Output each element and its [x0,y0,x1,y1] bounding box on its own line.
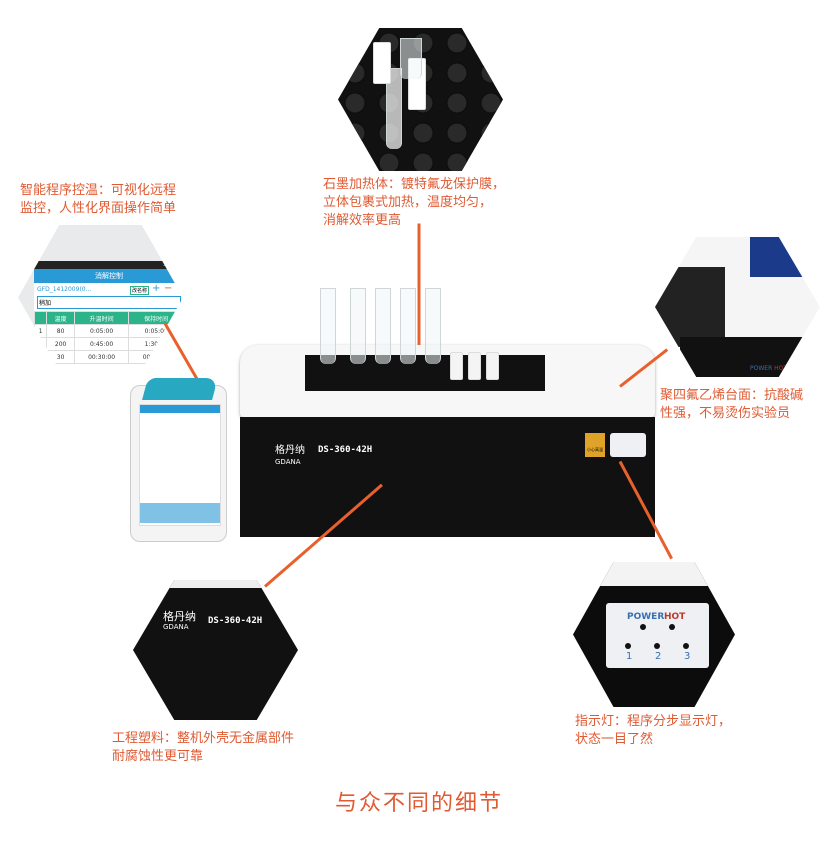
power-light [640,624,646,630]
cell: 30 [46,350,75,364]
remove-button[interactable]: − [164,283,173,294]
status-time: 16:08 [34,261,183,269]
callout-line [163,322,202,385]
column-header: 升温时间 [73,311,130,325]
smart-control-caption: 智能程序控温：可视化远程 监控，人性化界面操作简单 [20,182,176,218]
cell: 0:05:00 [128,324,183,338]
caption-line: 消解效率更高 [323,213,402,228]
column-header: 保持时间 [128,311,183,325]
ptfe-top-closeup: POWER HOT [655,237,820,377]
hot-warning-label: 小心高温 [585,433,605,457]
channel-light [625,643,631,649]
brand-en: GDANA [163,623,189,631]
caption-line: 智能程序控温：可视化远程 [20,183,177,198]
caption-line: 监控，人性化界面操作简单 [20,201,177,216]
caption-line: 工程塑料：整机外壳无金属部件 [112,731,295,746]
caption-line: 性强，不易烫伤实验员 [660,406,791,421]
power-label: POWER [627,612,665,622]
column-header: 温度 [46,311,75,325]
caption-line: 状态一目了然 [575,732,654,747]
footer-title: 与众不同的细节 [334,791,503,816]
cell: 1 [33,324,48,338]
indicator-panel: POWER HOT 1 2 3 [606,603,709,668]
indicator-caption: 指示灯：程序分步显示灯， 状态一目了然 [575,713,731,749]
hot-light [669,624,675,630]
channel-number: 3 [684,651,691,662]
caption-line: 聚四氟乙烯台面：抗酸碱 [660,388,804,403]
model-label: DS-360-42H [208,616,263,626]
caption-line: 耐腐蚀性更可靠 [112,749,204,764]
channel-light [654,643,660,649]
add-button[interactable]: + [152,283,161,294]
graphite-block-closeup [338,28,503,171]
app-title: 消解控制 [34,269,183,283]
caption-line: 指示灯：程序分步显示灯， [575,714,732,729]
channel-number: 1 [626,651,633,662]
cell: 00:30:00 [128,350,183,364]
brand-cn: 格丹纳 [163,610,196,623]
ptfe-top-caption: 聚四氟乙烯台面：抗酸碱 性强，不易烫伤实验员 [660,387,803,423]
rename-button[interactable]: 改名称 [130,286,150,295]
graphite-block-caption: 石墨加热体：镀特氟龙保护膜， 立体包裹式加热，温度均匀， 消解效率更高 [323,176,505,230]
tablet-device [130,385,227,542]
hot-label: HOT [664,612,686,622]
brand-cn: 格丹纳 [275,445,305,456]
tablet-stand [142,378,218,400]
cell: 0:05:00 [73,324,130,338]
channel-light [683,643,689,649]
brand-en: GDANA [275,458,301,466]
app-screen-closeup: 16:08 消解控制 GFD_1412009(0... 稍加 温度升温时间保持时… [18,225,183,370]
cell: 00:30:00 [73,350,130,364]
digestion-device: 格丹纳 GDANA DS-360-42H 小心高温 [240,345,655,540]
brand-logo: 格丹纳 GDANA [275,441,305,467]
casing-closeup: 格丹纳 GDANA DS-360-42H [133,580,298,720]
small-indicator-panel [610,433,646,457]
caption-line: 石墨加热体：镀特氟龙保护膜， [323,177,506,192]
indicator-closeup: POWER HOT 1 2 3 [573,562,735,707]
casing-caption: 工程塑料：整机外壳无金属部件 耐腐蚀性更可靠 [112,730,294,766]
cell: 200 [46,337,75,351]
cell: 80 [46,324,75,338]
program-id: GFD_1412009(0... [37,286,92,293]
channel-number: 2 [655,651,662,662]
model-label: DS-360-42H [318,445,373,455]
cell: 1 [33,350,48,364]
cell: 0:45:00 [73,337,130,351]
cell: 2 [33,337,48,351]
program-select[interactable]: 稍加 [37,296,181,309]
caption-line: 立体包裹式加热，温度均匀， [323,195,493,210]
